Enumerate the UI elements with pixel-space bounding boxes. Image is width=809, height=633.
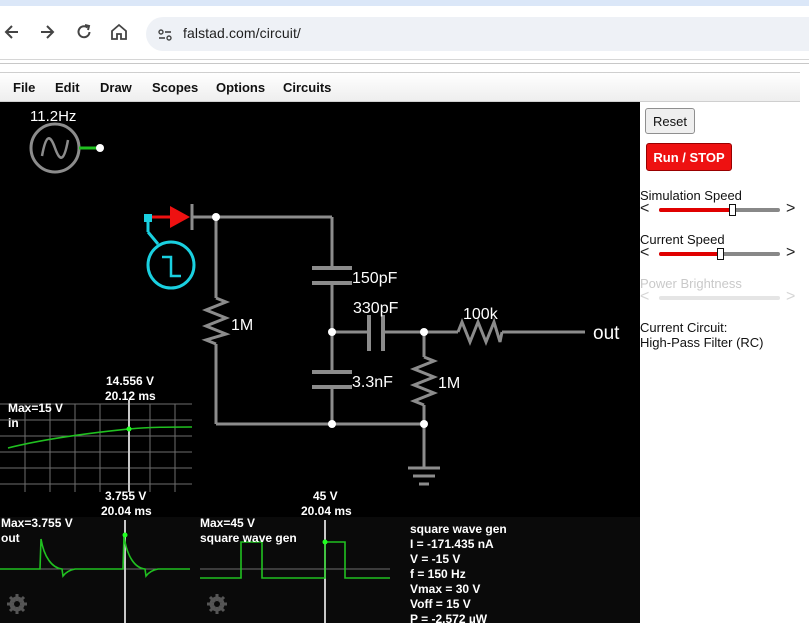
square-wave-generator[interactable] [144,214,196,290]
scope-in-time: 20.12 ms [105,389,156,403]
resistor-series[interactable]: 100k [456,306,504,347]
resistor-left[interactable]: 1M [201,296,253,346]
scope-in-name: in [8,416,19,430]
source-frequency-label: 11.2Hz [30,108,76,125]
control-panel: Reset Run / STOP Simulation Speed < > Cu… [640,102,809,623]
slider-right-arrow-icon: > [786,288,796,305]
scope-sq-name: square wave gen [200,531,297,545]
capacitor-330pf-label: 330pF [353,300,399,317]
scope-out-value: 3.755 V [105,489,146,503]
capacitor-3-3nf-label: 3.3nF [352,374,393,391]
menu-draw[interactable]: Draw [100,80,132,95]
scope-square-wave[interactable]: Max=45 V square wave gen [200,516,390,623]
scope-out-name: out [1,531,20,545]
info-line: Vmax = 30 V [410,582,480,596]
menu-bar: File Edit Draw Scopes Options Circuits [0,72,800,102]
browser-toolbar: falstad.com/circuit/ [0,6,809,53]
run-stop-button[interactable]: Run / STOP [646,143,732,171]
slider-left-arrow-icon[interactable]: < [640,244,650,261]
capacitor-3-3nf[interactable]: 3.3nF [312,370,393,391]
forward-arrow-icon [41,25,55,39]
home-icon [111,23,127,40]
circuit-canvas[interactable]: 11.2Hz [0,102,640,623]
back-button[interactable] [0,18,26,46]
reload-button[interactable] [70,18,98,46]
resistor-right[interactable]: 1M [409,355,460,407]
info-line: Voff = 15 V [410,597,471,611]
slider-fill [659,252,720,256]
power-brightness-slider: < > [640,288,800,306]
scope-sq-max: Max=45 V [200,516,255,530]
divider [0,63,809,64]
scope-in-max: Max=15 V [8,401,63,415]
element-info: square wave gen I = -171.435 nA V = -15 … [410,522,507,623]
forward-button[interactable] [33,18,61,46]
resistor-left-label: 1M [231,317,253,334]
scope-out[interactable]: Max=3.755 V out [0,516,190,623]
scope-sq-gear-icon[interactable] [207,594,227,614]
slider-track [659,296,780,300]
power-brightness-label: Power Brightness [640,276,742,291]
current-circuit-label: Current Circuit: [640,320,728,335]
info-line: V = -15 V [410,552,460,566]
resistor-right-label: 1M [438,375,460,392]
reset-button[interactable]: Reset [645,108,695,134]
slider-right-arrow-icon[interactable]: > [786,200,796,217]
current-speed-label: Current Speed [640,232,725,247]
simulation-speed-label: Simulation Speed [640,188,742,203]
ground-symbol[interactable] [408,466,440,486]
slider-thumb[interactable] [728,204,736,216]
slider-left-arrow-icon[interactable]: < [640,200,650,217]
info-line: square wave gen [410,522,507,536]
resistor-series-label: 100k [463,306,499,323]
slider-right-arrow-icon[interactable]: > [786,244,796,261]
circuit-diagram: 11.2Hz [0,108,620,623]
menu-edit[interactable]: Edit [55,80,80,95]
site-info-icon[interactable] [154,24,176,46]
back-arrow-icon [4,25,18,39]
slider-fill [659,208,732,212]
scope-out-time: 20.04 ms [101,504,152,518]
current-speed-slider[interactable]: < > [640,244,800,262]
home-button[interactable] [105,18,133,46]
scope-in-value: 14.556 V [106,374,154,388]
info-line: P = -2.572 µW [410,612,488,623]
simulation-speed-slider[interactable]: < > [640,200,800,218]
output-label: out [593,323,620,344]
slider-thumb[interactable] [716,248,724,260]
scope-sq-time: 20.04 ms [301,504,352,518]
capacitor-150pf-label: 150pF [352,270,398,287]
menu-scopes[interactable]: Scopes [152,80,199,95]
scope-area [0,517,640,623]
capacitor-330pf[interactable]: 330pF [353,300,399,351]
menu-options[interactable]: Options [216,80,266,95]
diode[interactable] [152,204,216,230]
scope-in[interactable]: 14.556 V 20.12 ms Max=15 V in [0,374,193,492]
capacitor-150pf[interactable]: 150pF [312,266,398,287]
scope-sq-value: 45 V [313,489,338,503]
reload-icon [77,24,91,39]
window-top-strip [0,0,809,6]
address-bar[interactable]: falstad.com/circuit/ [146,17,809,51]
scope-out-max: Max=3.755 V [1,516,73,530]
current-circuit-name: High-Pass Filter (RC) [640,335,764,350]
sine-source[interactable] [29,122,104,174]
slider-left-arrow-icon: < [640,288,650,305]
wires [214,215,585,467]
scope-out-gear-icon[interactable] [7,594,27,614]
menu-file[interactable]: File [13,80,36,95]
info-line: f = 150 Hz [410,567,466,581]
menu-circuits[interactable]: Circuits [283,80,332,95]
divider [0,59,809,60]
url-text: falstad.com/circuit/ [183,25,301,41]
nodes [212,213,428,428]
info-line: I = -171.435 nA [410,537,494,551]
